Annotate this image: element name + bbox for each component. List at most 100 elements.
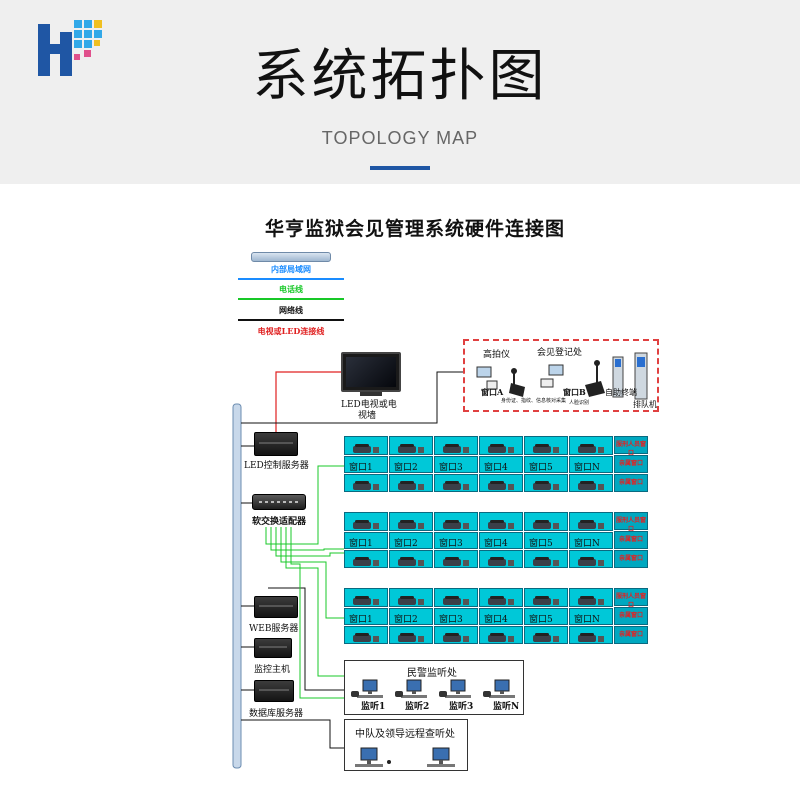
window-label: 窗口3 (439, 615, 463, 625)
window-phone-cell (344, 626, 388, 644)
listening-station: 监听2 (393, 679, 435, 713)
window-phone-cell (434, 436, 478, 455)
window-phone-cell (569, 512, 613, 531)
self-terminal-label: 自助终端 (605, 388, 637, 397)
page-subtitle: TOPOLOGY MAP (321, 128, 479, 148)
window-label-cell: 窗口4 (479, 532, 523, 549)
page-title: 系统拓扑图 (252, 44, 548, 109)
window-label: 窗口4 (484, 463, 508, 473)
listening-station: 监听1 (349, 679, 391, 713)
telephone-icon (576, 629, 606, 648)
window-label: 窗口5 (529, 615, 553, 625)
window-a-detail: 身份证、指纹、信息核对采集 (501, 398, 567, 404)
registration-area: 高拍仪 会见登记处 窗口A 窗口B 身份证、指纹、信息核对采集 人脸识别 自助终… (463, 339, 659, 412)
workstation-icon (351, 679, 383, 698)
window-phone-cell (344, 588, 388, 607)
telephone-icon (351, 477, 381, 496)
listening-station-label: 监听3 (449, 702, 474, 712)
side-window-label: 服刑人员窗口 (615, 517, 646, 533)
window-label: 窗口N (574, 615, 600, 625)
telephone-icon (351, 592, 381, 611)
side-window-label: 亲属窗口 (618, 631, 643, 638)
window-b-label: 窗口B (563, 387, 586, 397)
side-window-label: 亲属窗口 (618, 555, 643, 562)
police-listening-title: 民警监听处 (407, 668, 457, 679)
window-phone-cell (479, 550, 523, 568)
registration-devices-icon (476, 352, 648, 400)
telephone-icon (576, 592, 606, 611)
window-label-cell: 窗口1 (344, 456, 388, 473)
telephone-icon (531, 440, 561, 459)
telephone-icon (441, 629, 471, 648)
side-window-label: 亲属窗口 (618, 460, 643, 467)
remote-review-title: 中队及领导远程查听处 (355, 729, 455, 740)
telephone-icon (441, 477, 471, 496)
telephone-icon (351, 440, 381, 459)
window-label-cell: 窗口2 (389, 456, 433, 473)
window-phone-cell (344, 474, 388, 492)
window-phone-cell (479, 512, 523, 531)
tv-label-2: 视墙 (358, 411, 377, 421)
workstation-icon (439, 679, 471, 698)
window-phone-cell (434, 588, 478, 607)
telephone-icon (486, 440, 516, 459)
telephone-icon (486, 516, 516, 535)
telephone-icon (576, 440, 606, 459)
window-phone-cell (524, 626, 568, 644)
phone-lines (265, 465, 344, 699)
telephone-icon (441, 440, 471, 459)
window-phone-cell (524, 512, 568, 531)
legend-network-line (238, 319, 344, 321)
window-phone-cell (434, 550, 478, 568)
window-label: 窗口5 (529, 539, 553, 549)
window-label: 窗口3 (439, 539, 463, 549)
tv-stand (360, 392, 382, 396)
window-label: 窗口4 (484, 615, 508, 625)
window-phone-cell (344, 512, 388, 531)
window-phone-cell (479, 474, 523, 492)
registration-title: 会见登记处 (537, 348, 583, 358)
side-window-cell: 亲属窗口 (614, 455, 648, 473)
telephone-icon (486, 477, 516, 496)
window-phone-cell (389, 550, 433, 568)
police-line (268, 587, 344, 691)
tv-line (275, 371, 341, 432)
diagram-title: 华亨监狱会见管理系统硬件连接图 (264, 218, 565, 240)
window-phone-cell (524, 550, 568, 568)
window-phone-cell (389, 626, 433, 644)
window-label-cell: 窗口4 (479, 608, 523, 625)
window-phone-cell (569, 550, 613, 568)
window-b-detail: 人脸识别 (569, 400, 590, 406)
side-window-cell: 服刑人员窗口 (614, 512, 648, 533)
queue-machine-label: 排队机 (633, 400, 657, 409)
telephone-icon (441, 516, 471, 535)
window-phone-cell (389, 588, 433, 607)
led-tv-screen (341, 352, 401, 392)
led-server-label: LED控制服务器 (244, 461, 309, 471)
window-phone-cell (434, 512, 478, 531)
side-window-cell: 亲属窗口 (614, 607, 648, 625)
telephone-icon (396, 553, 426, 572)
window-a-label: 窗口A (481, 387, 504, 397)
window-label-cell: 窗口5 (524, 608, 568, 625)
telephone-icon (396, 629, 426, 648)
telephone-icon (531, 553, 561, 572)
listening-station-label: 监听N (493, 702, 520, 712)
window-label-cell: 窗口2 (389, 608, 433, 625)
side-window-label: 亲属窗口 (618, 479, 643, 486)
window-label: 窗口4 (484, 539, 508, 549)
remote-workstations-icon (355, 747, 455, 767)
listening-station: 监听3 (437, 679, 479, 713)
window-label: 窗口1 (349, 463, 373, 473)
side-window-label: 服刑人员窗口 (615, 441, 646, 457)
telephone-icon (396, 592, 426, 611)
window-label: 窗口N (574, 463, 600, 473)
switch-label: 软交换适配器 (252, 517, 307, 527)
high-camera-label: 高拍仪 (483, 350, 511, 360)
telephone-icon (576, 516, 606, 535)
legend-bar (251, 252, 331, 262)
